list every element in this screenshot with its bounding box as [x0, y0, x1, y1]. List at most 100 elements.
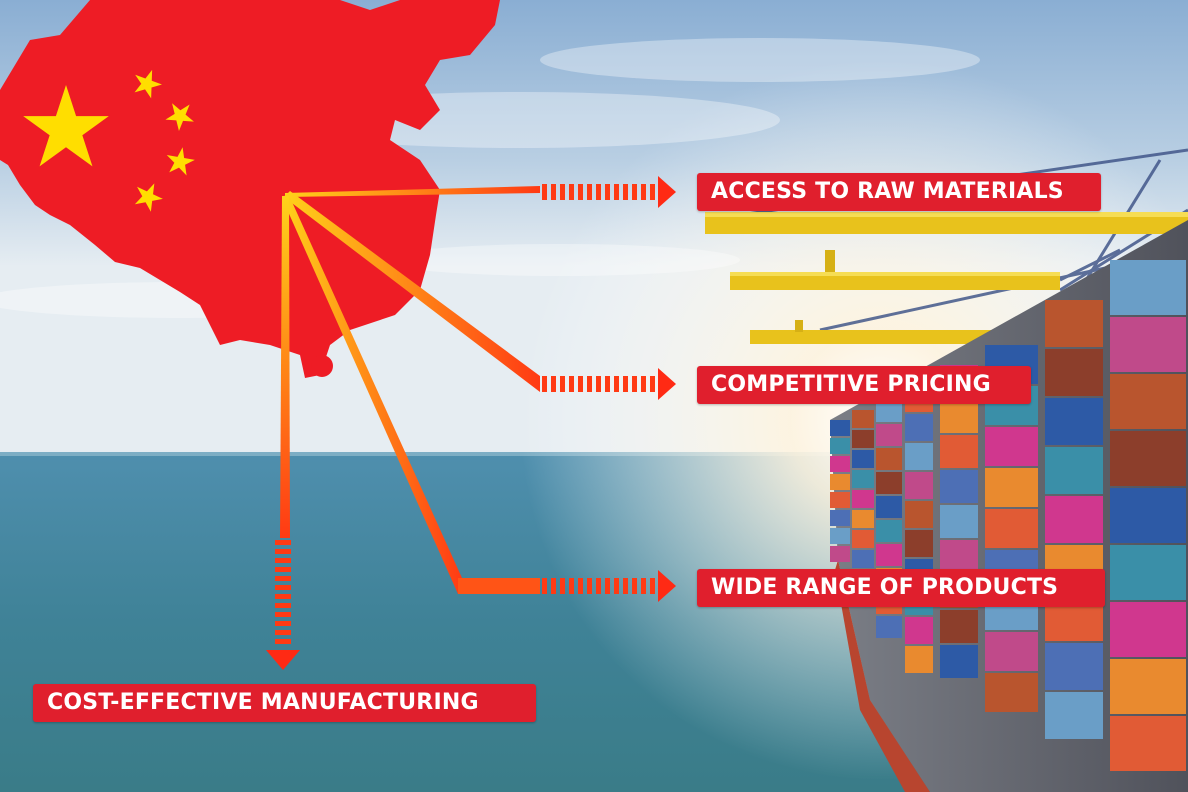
arrow-dash: [587, 578, 592, 594]
shipping-container: [852, 410, 874, 428]
arrow-right-icon: [658, 176, 676, 602]
shipping-container: [852, 550, 874, 568]
shipping-container: [905, 617, 933, 644]
arrow-down-icon: [266, 650, 300, 670]
shipping-container: [852, 450, 874, 468]
shipping-container: [1045, 692, 1103, 739]
shipping-container: [1110, 260, 1186, 315]
arrow-dash: [605, 184, 610, 200]
arrow-dash: [605, 376, 610, 392]
arrow-dash: [587, 184, 592, 200]
arrow-dash: [614, 578, 619, 594]
arrow-dash: [551, 376, 556, 392]
shipping-container: [876, 424, 902, 446]
shipping-container: [852, 490, 874, 508]
shipping-container: [876, 544, 902, 566]
shipping-container: [1110, 431, 1186, 486]
arrow-dash: [614, 376, 619, 392]
shipping-container: [852, 510, 874, 528]
shipping-container: [876, 496, 902, 518]
arrow-dash: [641, 376, 646, 392]
raw-materials-label: ACCESS TO RAW MATERIALS: [697, 173, 1101, 211]
arrow-dash: [632, 184, 637, 200]
arrow-dash: [650, 376, 655, 392]
arrow-dash: [650, 578, 655, 594]
shipping-container: [985, 468, 1038, 507]
shipping-container: [1110, 716, 1186, 771]
arrow-dash: [578, 578, 583, 594]
shipping-container: [940, 610, 978, 643]
arrow-dash: [275, 621, 291, 626]
shipping-container: [985, 673, 1038, 712]
arrow-dash: [650, 184, 655, 200]
arrow-dash: [275, 549, 291, 554]
dashed-arrow-segments: [275, 184, 655, 644]
shipping-container: [905, 443, 933, 470]
china-map-icon: [0, 0, 500, 378]
shipping-container: [876, 400, 902, 422]
shipping-container: [1110, 488, 1186, 543]
shipping-container: [1045, 447, 1103, 494]
arrow-dash: [623, 578, 628, 594]
shipping-container: [1045, 349, 1103, 396]
shipping-container: [1045, 398, 1103, 445]
shipping-container: [940, 435, 978, 468]
shipping-container: [1110, 545, 1186, 600]
shipping-container: [876, 448, 902, 470]
arrow-dash: [578, 376, 583, 392]
arrow-dash: [551, 184, 556, 200]
shipping-container: [1110, 659, 1186, 714]
arrow-dash: [560, 578, 565, 594]
shipping-container: [1045, 643, 1103, 690]
arrow-dash: [596, 184, 601, 200]
arrow-dash: [275, 639, 291, 644]
arrow-dash: [578, 184, 583, 200]
shipping-container: [852, 430, 874, 448]
arrow-dash: [623, 376, 628, 392]
shipping-container: [1110, 374, 1186, 429]
arrow-dash: [275, 603, 291, 608]
arrow-dash: [275, 612, 291, 617]
arrow-dash: [275, 540, 291, 545]
shipping-container: [940, 645, 978, 678]
shipping-container: [830, 528, 850, 544]
shipping-container: [830, 420, 850, 436]
shipping-container: [905, 501, 933, 528]
shipping-container: [1110, 317, 1186, 372]
arrow-dash: [587, 376, 592, 392]
shipping-container: [876, 472, 902, 494]
arrow-dash: [596, 376, 601, 392]
shipping-container: [905, 530, 933, 557]
star-icons: [23, 69, 195, 212]
competitive-pricing-label: COMPETITIVE PRICING: [697, 366, 1031, 404]
arrow-beams: [280, 186, 540, 594]
shipping-container: [985, 427, 1038, 466]
shipping-container: [985, 509, 1038, 548]
shipping-container: [830, 456, 850, 472]
arrow-dash: [560, 184, 565, 200]
arrow-dash: [275, 567, 291, 572]
arrow-dash: [569, 376, 574, 392]
shipping-container: [905, 472, 933, 499]
arrow-dash: [614, 184, 619, 200]
shipping-container: [852, 530, 874, 548]
shipping-container: [876, 616, 902, 638]
port-cranes: [705, 148, 1188, 344]
shipping-container: [1045, 496, 1103, 543]
shipping-container: [905, 414, 933, 441]
product-range-label: WIDE RANGE OF PRODUCTS: [697, 569, 1105, 607]
shipping-container: [1045, 300, 1103, 347]
arrow-dash: [542, 184, 547, 200]
shipping-container: [940, 540, 978, 573]
arrow-dash: [275, 576, 291, 581]
arrow-dash: [542, 578, 547, 594]
shipping-container: [940, 400, 978, 433]
shipping-container: [985, 632, 1038, 671]
arrow-dash: [632, 578, 637, 594]
arrow-dash: [632, 376, 637, 392]
shipping-container: [905, 646, 933, 673]
shipping-container: [940, 470, 978, 503]
arrow-dash: [596, 578, 601, 594]
arrow-dash: [605, 578, 610, 594]
